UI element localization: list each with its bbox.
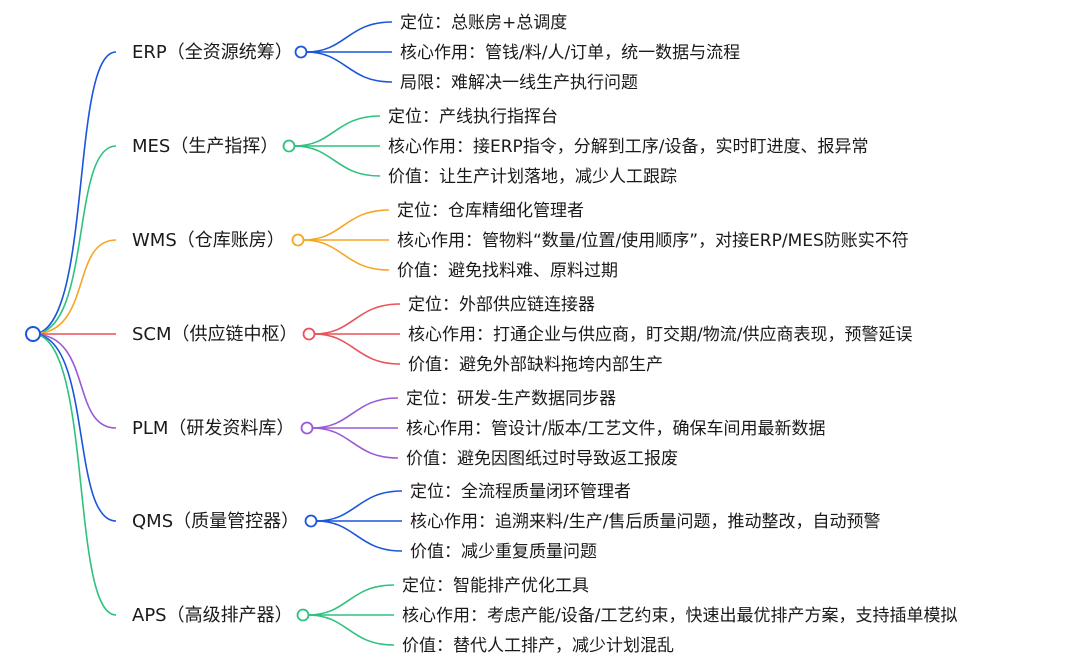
item-text: 定位：产线执行指挥台	[388, 107, 558, 127]
item-text: 价值：让生产计划落地，减少人工跟踪	[388, 167, 677, 187]
branch-node[interactable]	[300, 421, 314, 435]
item-connector	[302, 209, 390, 241]
item-connector	[313, 333, 401, 365]
item-text: 定位：智能排产优化工具	[402, 576, 589, 596]
item-text: 核心作用：接ERP指令，分解到工序/设备，实时盯进度、报异常	[388, 137, 869, 157]
item-connector	[307, 614, 395, 646]
item-connector	[311, 397, 399, 429]
item-text: 核心作用：管物料“数量/位置/使用顺序”，对接ERP/MES防账实不符	[397, 230, 909, 251]
item-text: 定位：仓库精细化管理者	[397, 201, 584, 221]
item-text: 定位：研发-生产数据同步器	[406, 389, 616, 409]
branch-node[interactable]	[291, 233, 305, 247]
item-text: 核心作用：打通企业与供应商，盯交期/物流/供应商表现，预警延误	[408, 325, 912, 345]
branch-group: APS（高级排产器） 定位：智能排产优化工具核心作用：考虑产能/设备/工艺约束，快…	[132, 576, 957, 656]
item-text: 价值：避免外部缺料拖垮内部生产	[408, 355, 663, 375]
item-text: 价值：减少重复质量问题	[410, 542, 597, 562]
branch-node[interactable]	[304, 514, 318, 528]
item-connector	[293, 115, 381, 147]
branch-connector	[32, 145, 117, 335]
item-connector	[315, 490, 403, 522]
item-text: 核心作用：追溯来料/生产/售后质量问题，推动整改，自动预警	[410, 512, 880, 532]
branch-label: MES（生产指挥）	[132, 136, 278, 157]
branch-group: QMS（质量管控器） 定位：全流程质量闭环管理者核心作用：追溯来料/生产/售后质量…	[132, 482, 880, 562]
item-connector	[293, 145, 381, 177]
branch-node[interactable]	[294, 45, 308, 59]
item-text: 定位：总账房+总调度	[400, 13, 567, 33]
item-connector	[313, 303, 401, 335]
branch-group: SCM（供应链中枢） 定位：外部供应链连接器核心作用：打通企业与供应商，盯交期/物…	[132, 295, 912, 375]
branch-connector	[32, 333, 117, 616]
item-text: 价值：避免因图纸过时导致返工报废	[406, 449, 678, 469]
branch-group: MES（生产指挥） 定位：产线执行指挥台核心作用：接ERP指令，分解到工序/设备，…	[132, 107, 869, 187]
branch-node[interactable]	[296, 608, 310, 622]
branch-connector	[32, 333, 117, 522]
branch-group: ERP（全资源统筹） 定位：总账房+总调度核心作用：管钱/料/人/订单，统一数据与…	[132, 13, 740, 93]
branch-label: WMS（仓库账房）	[132, 230, 285, 251]
item-connector	[315, 520, 403, 552]
item-connector	[305, 51, 393, 83]
item-text: 局限：难解决一线生产执行问题	[400, 73, 638, 93]
branch-connector	[32, 51, 117, 335]
branch-label: ERP（全资源统筹）	[132, 42, 293, 63]
item-connector	[311, 427, 399, 459]
branch-group: PLM（研发资料库） 定位：研发-生产数据同步器核心作用：管设计/版本/工艺文件，…	[132, 389, 825, 469]
branch-group: WMS（仓库账房） 定位：仓库精细化管理者核心作用：管物料“数量/位置/使用顺序”…	[132, 201, 909, 281]
item-text: 定位：外部供应链连接器	[408, 295, 595, 315]
item-text: 核心作用：考虑产能/设备/工艺约束，快速出最优排产方案，支持插单模拟	[402, 606, 957, 626]
item-text: 核心作用：管钱/料/人/订单，统一数据与流程	[400, 43, 740, 63]
branch-curves	[32, 51, 117, 616]
branch-connector	[32, 333, 117, 429]
branch-label: SCM（供应链中枢）	[132, 324, 298, 345]
item-text: 价值：避免找料难、原料过期	[397, 261, 618, 281]
item-connector	[307, 584, 395, 616]
item-connector	[302, 239, 390, 271]
item-text: 定位：全流程质量闭环管理者	[410, 482, 631, 502]
item-curves	[293, 21, 403, 646]
item-text: 核心作用：管设计/版本/工艺文件，确保车间用最新数据	[406, 419, 825, 439]
branch-label: QMS（质量管控器）	[132, 511, 299, 532]
branch-label: PLM（研发资料库）	[132, 418, 294, 439]
item-text: 价值：替代人工排产，减少计划混乱	[402, 636, 674, 656]
root-node[interactable]	[25, 326, 41, 342]
branch-node[interactable]	[282, 139, 296, 153]
branch-node[interactable]	[302, 327, 316, 341]
branch-connector	[32, 239, 117, 335]
branch-label: APS（高级排产器）	[132, 605, 293, 626]
item-connector	[305, 21, 393, 53]
